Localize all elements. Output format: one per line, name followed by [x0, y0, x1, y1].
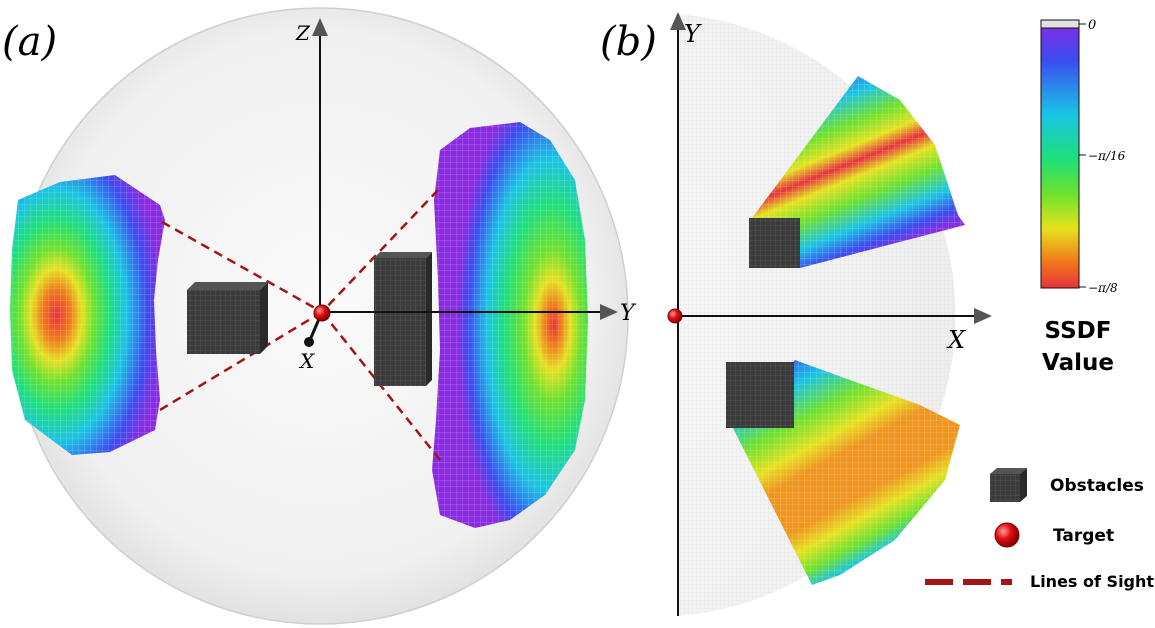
obstacle-legend-icon: [990, 468, 1027, 502]
axis-y-label-a: Y: [620, 301, 637, 326]
legend: Obstacles Target Lines of Sight: [925, 468, 1154, 591]
obstacle-right: [374, 252, 432, 386]
legend-lines-of-sight: Lines of Sight: [1030, 572, 1154, 591]
obstacle-upper: [749, 218, 800, 268]
target-legend-icon: [994, 522, 1020, 548]
panel-a: (a) Z Y X: [2, 7, 637, 625]
colorbar: 0 −π/16 −π/8 SSDF Value: [1040, 18, 1126, 376]
obstacle-left: [187, 282, 268, 354]
axis-z-label: Z: [295, 21, 311, 45]
axis-x-label-b: X: [946, 326, 966, 354]
axes-a: [304, 18, 618, 347]
panel-b-label: (b): [600, 19, 657, 65]
legend-target: Target: [1053, 526, 1114, 546]
colorbar-title-1: SSDF: [1045, 318, 1112, 344]
legend-obstacles: Obstacles: [1050, 476, 1144, 496]
panel-a-label: (a): [2, 19, 57, 65]
colorbar-tick-0: 0: [1088, 18, 1096, 33]
axis-x-label-a: X: [298, 349, 315, 373]
colorbar-title-2: Value: [1042, 350, 1114, 376]
colorbar-tick-2: −π/8: [1088, 281, 1118, 295]
obstacle-lower: [726, 362, 794, 428]
target-b: [667, 308, 683, 324]
target-a: [313, 304, 331, 322]
panel-b: (b) Y X: [600, 12, 992, 616]
axis-y-label-b: Y: [684, 20, 702, 48]
colorbar-tick-1: −π/16: [1088, 149, 1126, 163]
